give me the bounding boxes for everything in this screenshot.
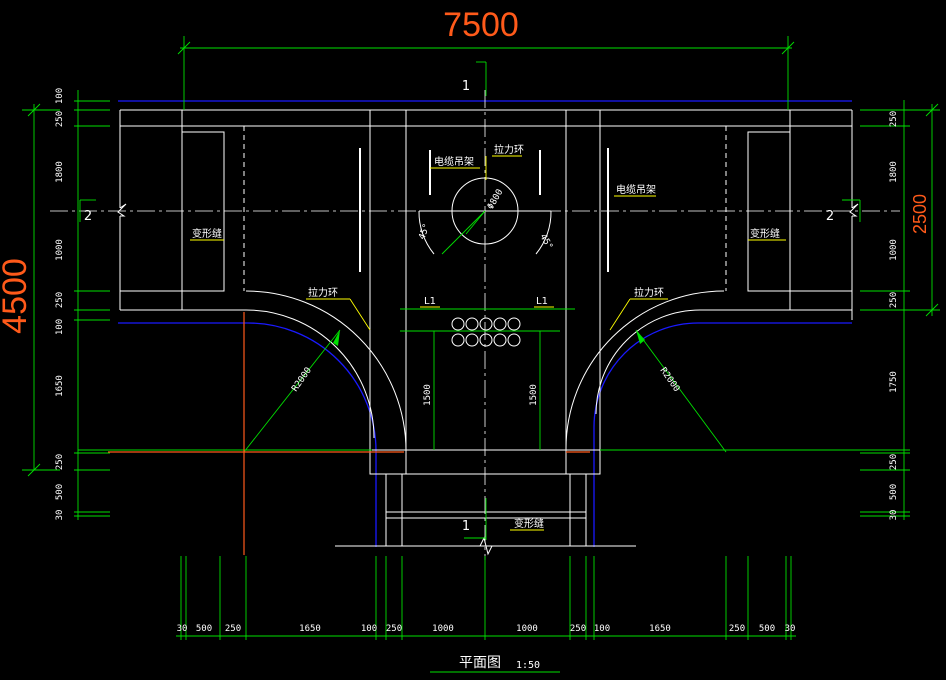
left-dim-7: 1650 <box>55 375 65 397</box>
cable-pipe-bank <box>451 317 521 347</box>
center-axis <box>108 312 590 555</box>
deformation-joint-right-label: 变形缝 <box>750 227 780 240</box>
label-leaders <box>190 155 786 531</box>
bottom-dim-1: 30 <box>177 624 188 634</box>
right-overall-label: 2500 <box>910 194 930 234</box>
bottom-dim-14: 30 <box>785 624 796 634</box>
bottom-dim-6: 250 <box>386 624 402 634</box>
left-dim-2: 250 <box>55 111 65 127</box>
bottom-dim-10: 100 <box>594 624 610 634</box>
beam-left-label: L1 <box>424 296 436 307</box>
right-dim-8: 30 <box>889 510 899 521</box>
bottom-dim-4: 1650 <box>299 624 321 634</box>
bottom-dim-11: 1650 <box>649 624 671 634</box>
section-mark-left: 2 <box>84 209 92 224</box>
beam-right-label: L1 <box>536 296 548 307</box>
deformation-joint-bottom-label: 变形缝 <box>514 517 544 530</box>
hidden-lines <box>243 125 727 291</box>
left-dim-6: 100 <box>55 319 65 335</box>
overall-height-label: 4500 <box>0 258 34 334</box>
bottom-dim-8: 1000 <box>516 624 538 634</box>
cable-hanger-left-label: 电缆吊架 <box>434 155 474 168</box>
depth-right-label: 1500 <box>529 384 539 406</box>
pull-ring-top-label: 拉力环 <box>494 143 524 156</box>
center-lines <box>50 90 900 560</box>
bottom-dim-3: 250 <box>225 624 241 634</box>
drawing-title: 平面图 <box>459 655 501 671</box>
radius-left-label: R2000 <box>290 366 314 394</box>
structure-outline <box>117 109 859 556</box>
right-dim-6: 250 <box>889 454 899 470</box>
left-dim-1: 100 <box>55 88 65 104</box>
section-mark-right: 2 <box>826 209 834 224</box>
radius-arrows <box>333 330 645 346</box>
right-dim-2: 1800 <box>889 161 899 183</box>
drawing-scale: 1:50 <box>516 660 540 671</box>
manhole-diameter-label: Φ800 <box>486 188 506 212</box>
section-mark-bottom: 1 <box>462 519 470 534</box>
angle-left-label: 45° <box>417 222 432 241</box>
depth-left-label: 1500 <box>423 384 433 406</box>
right-dim-7: 500 <box>889 484 899 500</box>
left-dim-8: 250 <box>55 454 65 470</box>
bottom-dim-12: 250 <box>729 624 745 634</box>
right-dim-1: 250 <box>889 111 899 127</box>
bottom-dim-13: 500 <box>759 624 775 634</box>
section-mark-top: 1 <box>462 79 470 94</box>
pull-ring-left-label: 拉力环 <box>308 286 338 299</box>
bottom-dim-2: 500 <box>196 624 212 634</box>
left-dim-4: 1000 <box>55 239 65 261</box>
bottom-dim-9: 250 <box>570 624 586 634</box>
left-dim-5: 250 <box>55 292 65 308</box>
right-dim-4: 250 <box>889 292 899 308</box>
deformation-joint-left-label: 变形缝 <box>192 227 222 240</box>
dimension-lines <box>22 36 940 673</box>
right-dim-5: 1750 <box>889 371 899 393</box>
left-dim-3: 1800 <box>55 161 65 183</box>
radius-right-label: R2000 <box>658 366 682 394</box>
left-dim-10: 30 <box>55 510 65 521</box>
bottom-dim-5: 100 <box>361 624 377 634</box>
left-dim-9: 500 <box>55 484 65 500</box>
cable-hanger-right-label: 电缆吊架 <box>616 183 656 196</box>
pull-ring-right-label: 拉力环 <box>634 286 664 299</box>
right-dim-3: 1000 <box>889 239 899 261</box>
overall-width-label: 7500 <box>443 6 519 44</box>
bottom-dim-7: 1000 <box>432 624 454 634</box>
